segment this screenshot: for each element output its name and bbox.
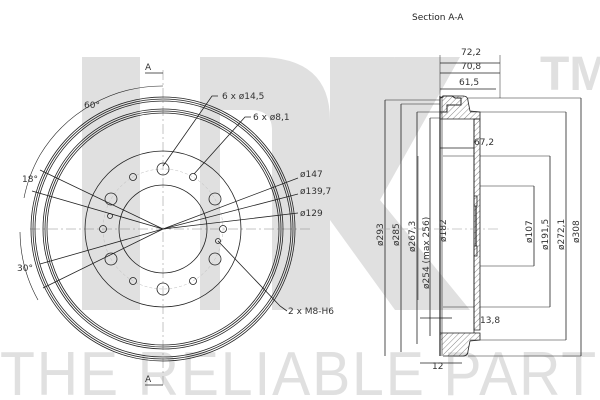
tagline: THE RELIABLE PART — [0, 340, 598, 400]
callout-d129: ø129 — [300, 209, 323, 219]
section-marker-top: A — [145, 63, 152, 73]
angle-60: 60° — [84, 101, 100, 111]
width-12: 12 — [432, 362, 443, 372]
dia-267-3: ø267,3 — [408, 221, 418, 252]
callout-small-holes: 6 x ø8,1 — [253, 113, 290, 123]
dia-107: ø107 — [525, 220, 535, 243]
front-view — [19, 70, 310, 386]
trademark-mark: TM — [540, 48, 600, 101]
width-13-8: 13,8 — [480, 316, 500, 326]
dia-182: ø182 — [439, 219, 449, 242]
width-67-2: 67,2 — [474, 138, 494, 148]
callout-d139-7: ø139,7 — [300, 187, 331, 197]
section-view — [380, 55, 582, 364]
callout-threads: 2 x M8-H6 — [288, 307, 334, 317]
callout-big-holes: 6 x ø14,5 — [222, 92, 264, 102]
width-70-8: 70,8 — [461, 62, 481, 72]
dia-308: ø308 — [572, 220, 582, 243]
section-title: Section A-A — [412, 13, 464, 23]
width-72-2: 72,2 — [461, 48, 481, 58]
dia-254: ø254 (max 256) — [422, 217, 432, 289]
angle-30: 30° — [17, 264, 33, 274]
dia-191-5: ø191,5 — [541, 219, 551, 250]
width-61-5: 61,5 — [459, 78, 479, 88]
dia-293: ø293 — [376, 223, 386, 246]
dia-272-1: ø272,1 — [557, 219, 567, 250]
callout-d147: ø147 — [300, 170, 323, 180]
nk-logo — [82, 57, 470, 310]
angle-18: 18° — [22, 175, 38, 185]
dia-285: ø285 — [392, 223, 402, 246]
section-marker-bottom: A — [145, 375, 152, 385]
